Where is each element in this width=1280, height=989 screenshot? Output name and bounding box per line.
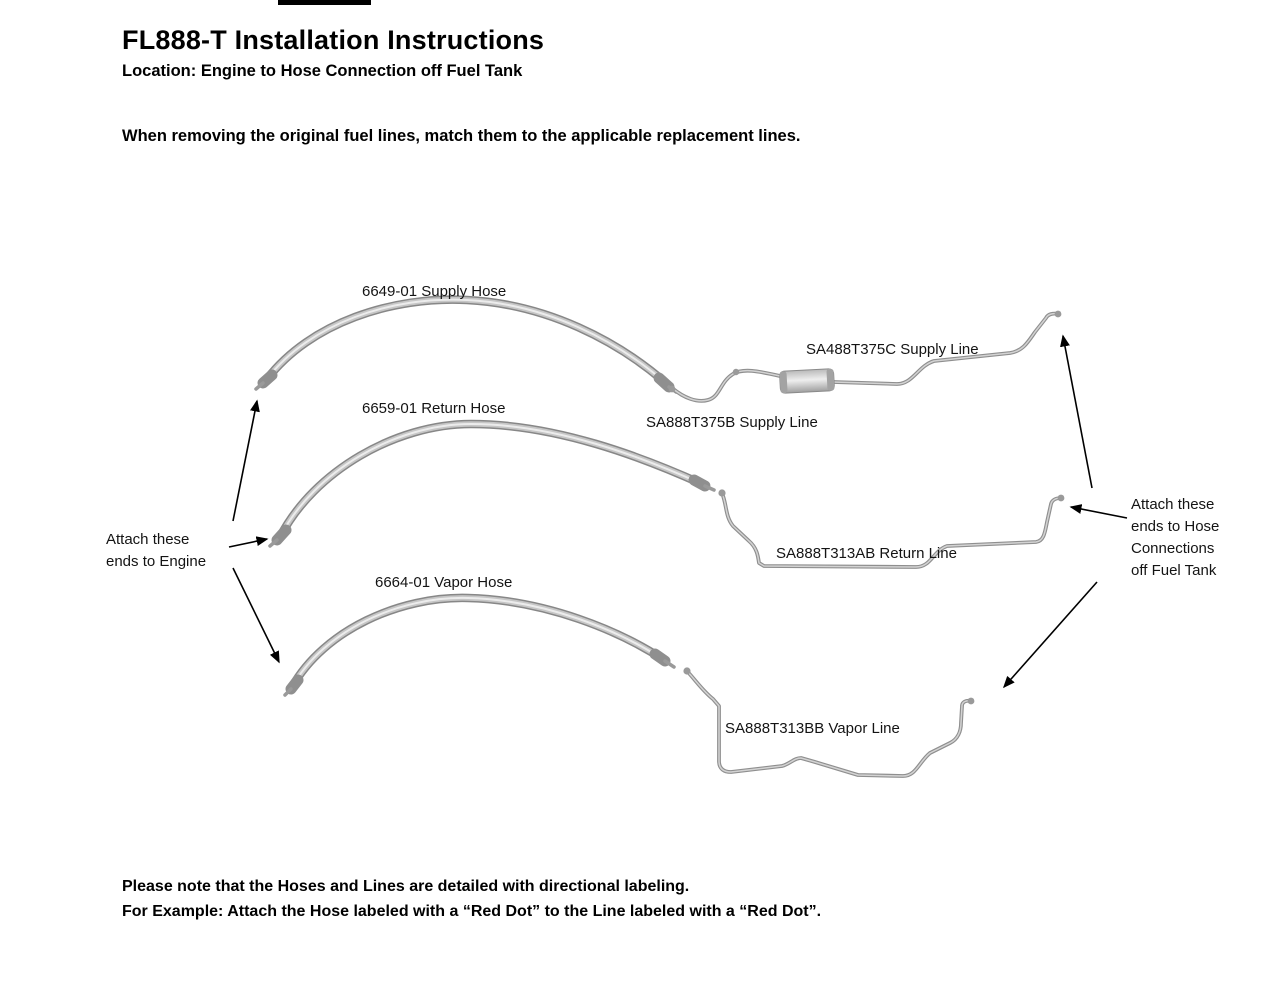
vapor-line-end-nut [967,697,975,705]
supply-line-left-nut [668,385,676,393]
instruction-text: When removing the original fuel lines, m… [122,127,801,145]
attach-engine-callout: Attach these ends to Engine [106,529,206,573]
arrow-to-supply-line-end [1060,334,1093,489]
location-subtitle: Location: Engine to Hose Connection off … [122,62,523,80]
footer-note-2: For Example: Attach the Hose labeled wit… [122,903,822,920]
engine-arrows [228,399,280,664]
return-line-drawing [718,489,1065,569]
supply-line-drawing [668,310,1062,403]
vapor-line-label: SA888T313BB Vapor Line [725,720,900,737]
return-hose-drawing [268,419,716,548]
vapor-hose-drawing [283,593,676,697]
arrow-to-vapor-line-end [1003,581,1098,689]
attach-tank-line4: off Fuel Tank [1131,562,1217,579]
fuel-filter-icon [779,368,835,394]
vapor-hose-label: 6664-01 Vapor Hose [375,574,513,591]
return-line-label: SA888T313AB Return Line [776,545,957,562]
arrow-to-return-hose-end [228,536,269,548]
page-title: FL888-T Installation Instructions [122,25,545,55]
cropped-logo-fragment [278,0,371,5]
supply-hose-drawing [254,295,678,394]
attach-tank-line3: Connections [1131,540,1215,557]
attach-tank-callout: Attach these ends to Hose Connections of… [1131,494,1219,582]
footer-note-1: Please note that the Hoses and Lines are… [122,878,690,895]
vapor-line-drawing [683,667,975,778]
vapor-line-left-nut [683,667,691,675]
return-line-left-nut [718,489,726,497]
return-hose-label: 6659-01 Return Hose [362,400,506,417]
supply-line-mid-nut [732,368,740,376]
arrow-to-vapor-hose-end [232,567,280,664]
attach-engine-line1: Attach these [106,531,190,548]
attach-engine-line2: ends to Engine [106,553,207,570]
supply-line-b-label: SA888T375B Supply Line [646,414,818,431]
tank-arrows [1003,334,1128,689]
arrow-to-supply-hose-end [232,399,260,522]
arrow-to-return-line-end [1069,504,1128,519]
supply-line-end-nut [1054,310,1062,318]
supply-line-c-label: SA488T375C Supply Line [806,341,979,358]
attach-tank-line1: Attach these [1131,496,1215,513]
return-line-end-nut [1057,494,1065,502]
attach-tank-line2: ends to Hose [1131,518,1220,535]
supply-hose-label: 6649-01 Supply Hose [362,283,507,300]
